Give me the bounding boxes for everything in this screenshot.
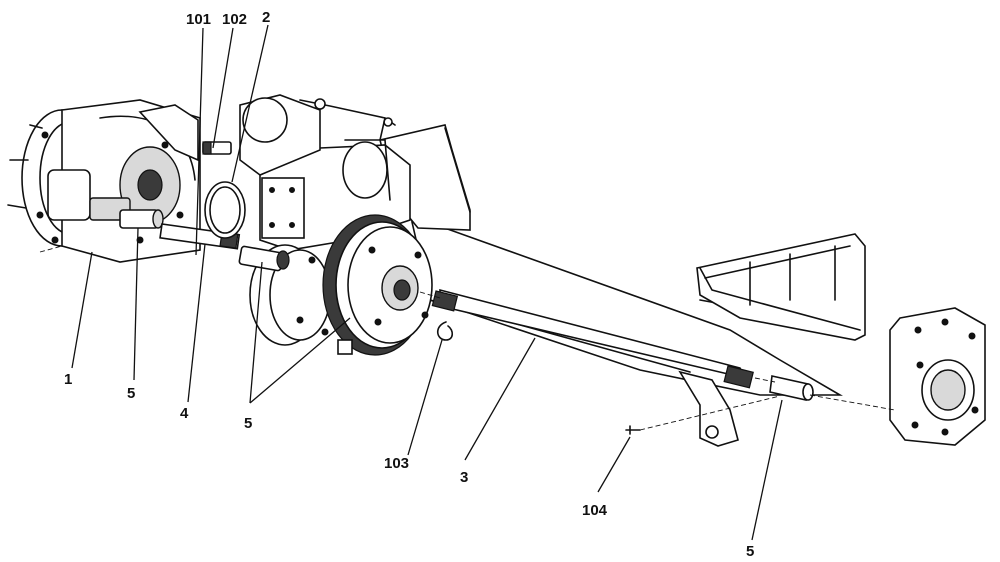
circlip (436, 321, 454, 341)
callout-2: 2 (262, 9, 270, 26)
alignment-lines (39, 245, 896, 431)
callout-5-mid: 5 (244, 415, 252, 432)
hub-assembly (7, 99, 201, 263)
callout-101: 101 (186, 11, 211, 28)
leader-lines (71, 24, 783, 541)
coupling-sleeve-right (769, 375, 814, 401)
callout-4: 4 (180, 405, 189, 422)
callout-3: 3 (460, 469, 468, 486)
rear-frame (410, 221, 986, 447)
callout-1: 1 (64, 371, 72, 388)
gearbox-housing (239, 94, 411, 346)
callout-5-left: 5 (127, 385, 135, 402)
drive-shaft (431, 288, 754, 389)
callout-102: 102 (222, 11, 247, 28)
callout-5-right: 5 (746, 543, 754, 560)
bolt-101-102 (202, 141, 232, 155)
seal-ring (204, 181, 246, 239)
coupling-sleeve-mid (238, 245, 290, 272)
fastener-104 (625, 425, 641, 435)
callout-103: 103 (384, 455, 409, 472)
ring-gear-drum (322, 214, 433, 356)
callout-104: 104 (582, 502, 608, 519)
callout-labels: 101 102 2 1 5 4 5 103 3 104 5 (64, 9, 754, 560)
